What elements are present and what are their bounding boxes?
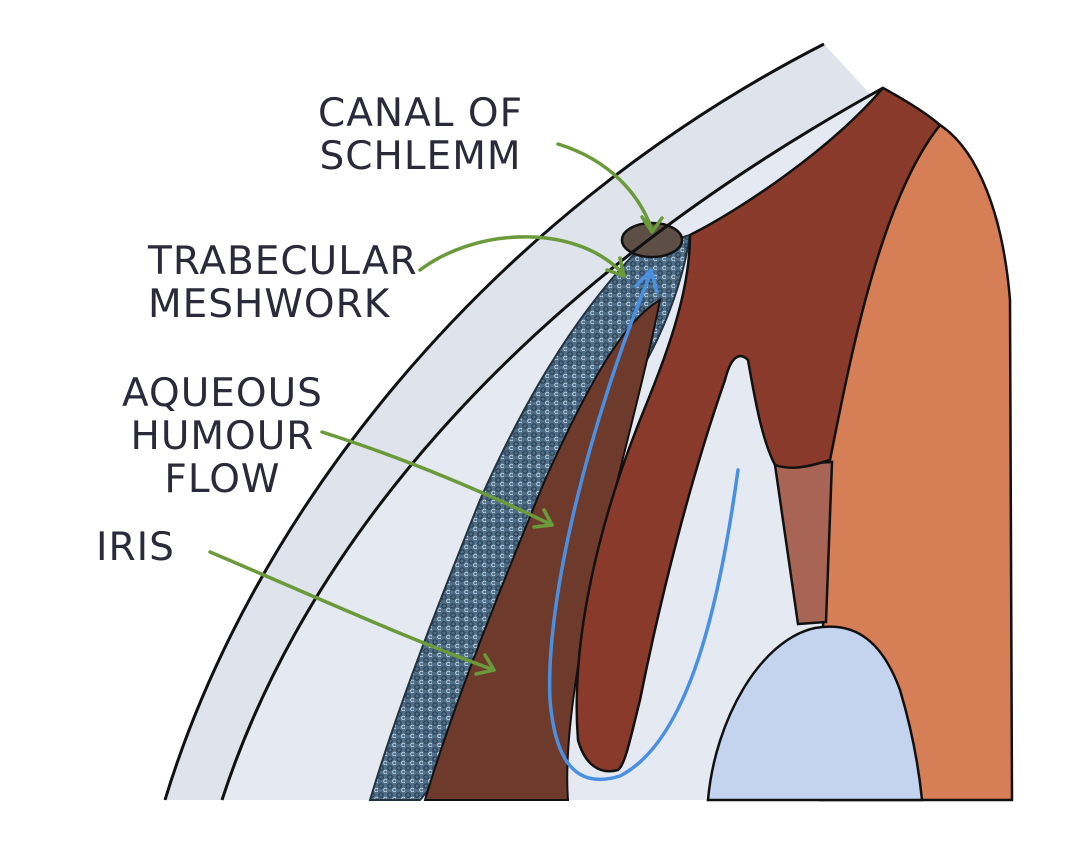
pointer-iris [208, 550, 496, 676]
inner-cornea-line [220, 86, 884, 801]
label-trabecular-meshwork: TRABECULAR MESHWORK [148, 240, 418, 326]
label-aqueous-line3: FLOW [164, 457, 281, 502]
label-iris: IRIS [96, 526, 175, 569]
label-iris-line1: IRIS [96, 525, 175, 570]
pointer-trabecular-meshwork [418, 235, 626, 278]
lens [706, 625, 924, 802]
pointer-canal-of-schlemm [556, 142, 664, 234]
label-aqueous-humour-flow: AQUEOUS HUMOUR FLOW [122, 372, 323, 501]
label-canal-of-schlemm: CANAL OF SCHLEMM [318, 92, 523, 178]
label-aqueous-line2: HUMOUR [130, 414, 315, 459]
label-trabecular-line2: MESHWORK [148, 282, 391, 327]
outer-sclera-line [163, 42, 825, 801]
label-trabecular-line1: TRABECULAR [148, 239, 418, 284]
pointer-aqueous-humour-flow [320, 430, 554, 529]
aqueous-flow-arrowhead [634, 268, 659, 294]
label-aqueous-line1: AQUEOUS [122, 371, 323, 416]
ciliary-body [575, 86, 942, 773]
label-canal-line2: SCHLEMM [319, 134, 522, 179]
label-canal-line1: CANAL OF [318, 91, 524, 136]
aqueous-flow-arrow [547, 273, 740, 782]
